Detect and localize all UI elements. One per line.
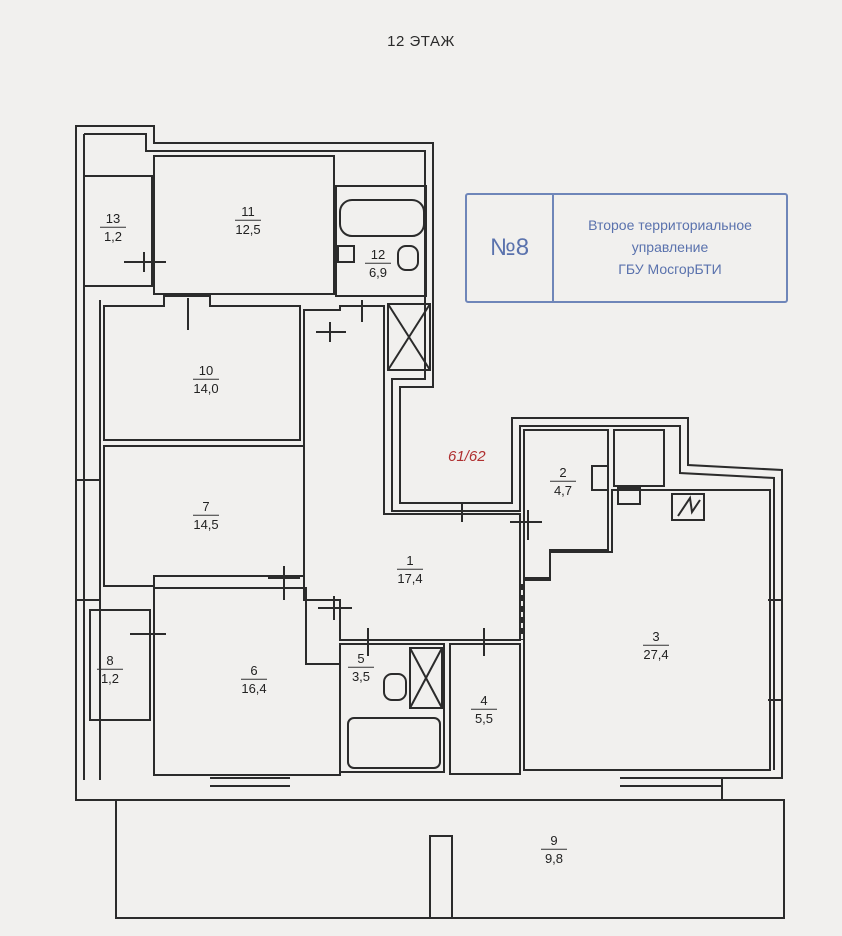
room-label-7: 7 14,5: [193, 499, 219, 534]
room-area: 6,9: [365, 263, 391, 281]
window-bottom-right: [620, 777, 722, 787]
bti-stamp: №8 Второе территориальное управление ГБУ…: [465, 193, 788, 303]
window-right: [768, 599, 782, 701]
room-number: 11: [241, 203, 255, 219]
room-number: 3: [652, 628, 660, 644]
stamp-line-3: ГБУ МосгорБТИ: [618, 260, 722, 277]
room-area: 17,4: [397, 569, 423, 586]
room-10-outline: [103, 295, 301, 441]
room-3-outline: [523, 489, 771, 771]
room-number: 8: [106, 652, 114, 668]
room-12-outline: [335, 185, 427, 297]
shower-5: [409, 647, 443, 709]
room-area: 14,5: [193, 515, 219, 532]
room-area: 5,5: [471, 709, 497, 727]
room-label-4: 4 5,5: [471, 693, 497, 728]
room-label-6: 6 16,4: [241, 663, 267, 698]
room-area: 1,2: [100, 227, 126, 245]
room-13-outline: [83, 175, 153, 287]
balcony-door: [429, 835, 453, 919]
room-number: 12: [370, 246, 386, 262]
window-bottom-left: [210, 777, 290, 787]
room-label-13: 13 1,2: [100, 211, 126, 246]
boiler: [671, 493, 705, 521]
room-label-5: 5 3,5: [348, 651, 374, 686]
room-label-8: 8 1,2: [97, 653, 123, 688]
room-area: 3,5: [348, 667, 374, 685]
room-number: 10: [198, 362, 214, 378]
room-8-outline: [89, 609, 151, 721]
toilet-12: [397, 245, 419, 271]
room-number: 5: [357, 650, 365, 666]
room-number: 9: [550, 832, 558, 848]
room-number: 2: [559, 464, 567, 480]
room-label-12: 12 6,9: [365, 247, 391, 282]
window-left: [76, 479, 100, 601]
room-label-10: 10 14,0: [193, 363, 219, 398]
room-label-11: 11 12,5: [235, 204, 261, 239]
stamp-line-2: управление: [631, 239, 709, 256]
sink-12: [337, 245, 355, 263]
room-11-outline: [153, 155, 335, 295]
room-5-outline: [339, 643, 445, 773]
room-number: 4: [480, 692, 488, 708]
room-area: 4,7: [550, 481, 576, 499]
shower-12: [387, 303, 431, 371]
room-label-3: 3 27,4: [643, 629, 669, 664]
floor-title: 12 ЭТАЖ: [387, 33, 455, 50]
room-number: 1: [406, 552, 414, 568]
room-area: 27,4: [643, 645, 669, 662]
room-area: 14,0: [193, 379, 219, 396]
room-label-2: 2 4,7: [550, 465, 576, 500]
stamp-text: Второе территориальное управление ГБУ Мо…: [554, 195, 786, 301]
room-9-outline: [115, 799, 785, 919]
stamp-line-1: Второе территориальное: [588, 217, 752, 234]
room-number: 13: [105, 210, 121, 226]
sink-2: [591, 465, 609, 491]
room-1-outline: [303, 305, 521, 641]
toilet-5: [383, 673, 407, 701]
room-2-outline: [523, 429, 609, 579]
room-area: 1,2: [97, 669, 123, 687]
outer-wall-inner: [84, 133, 775, 770]
room-area: 9,8: [541, 849, 567, 867]
room-number: 6: [250, 662, 258, 678]
room-area: 16,4: [241, 679, 267, 696]
bathtub: [339, 199, 425, 237]
apartment-number: 61/62: [448, 448, 486, 465]
room-label-9: 9 9,8: [541, 833, 567, 868]
room-label-1: 1 17,4: [397, 553, 423, 588]
stamp-divider: [552, 195, 554, 301]
stamp-number: №8: [489, 234, 530, 261]
room-area: 12,5: [235, 220, 261, 237]
room-number: 7: [202, 498, 210, 514]
